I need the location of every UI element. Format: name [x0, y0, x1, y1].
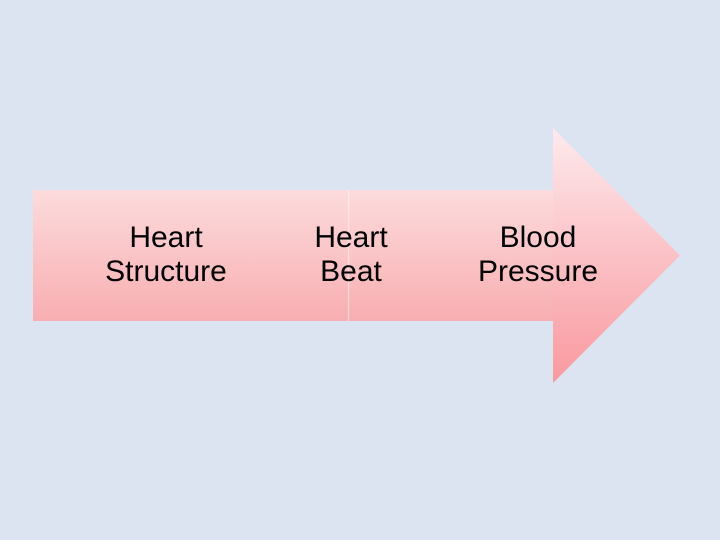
arrow-head [553, 128, 680, 383]
arrow-body [33, 190, 553, 321]
step-label-heart-beat: Heart Beat [314, 221, 388, 288]
step-label-heart-structure: Heart Structure [105, 221, 227, 288]
step-label-blood-pressure: Blood Pressure [477, 221, 599, 288]
